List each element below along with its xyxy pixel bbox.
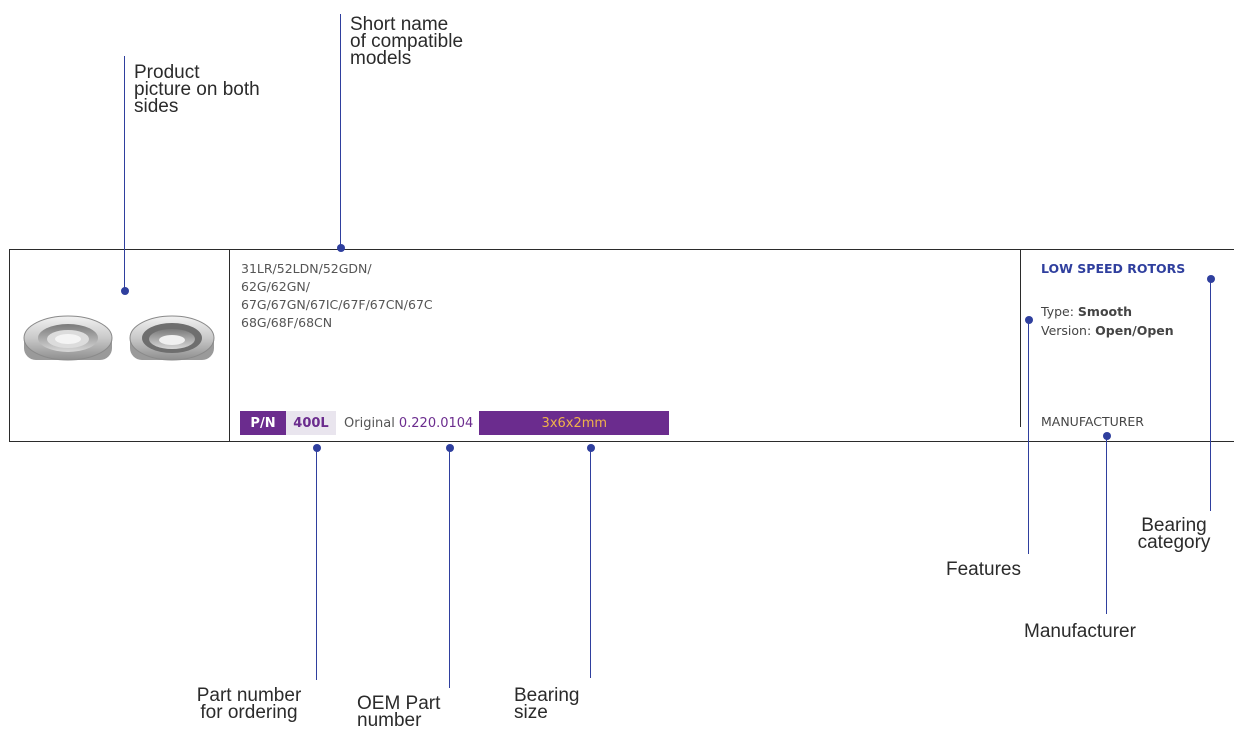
leader-line-bearing-category (1210, 279, 1211, 511)
photo-divider (229, 250, 230, 441)
pn-label: P/N (240, 411, 286, 435)
leader-line-oem-part (449, 448, 450, 688)
compatible-models-line: 67G/67GN/67IC/67F/67CN/67C (241, 297, 433, 312)
compatible-models-line: 62G/62GN/ (241, 279, 310, 294)
compatible-models-line: 68G/68F/68CN (241, 315, 333, 330)
callout-product-picture: Product picture on both sides (134, 62, 260, 117)
callout-bearing-category: Bearing category (1137, 515, 1211, 553)
leader-dot-product-picture (120, 287, 129, 295)
oem-original: Original 0.220.0104 (336, 411, 480, 435)
callout-features: Features (946, 559, 1021, 580)
bearing-size-badge: 3x6x2mm (479, 411, 670, 435)
leader-dot-short-name (336, 244, 345, 252)
compatible-models-line: 31LR/52LDN/52GDN/ (241, 261, 372, 276)
callout-oem-part: OEM Part number (357, 693, 441, 731)
bearing-category[interactable]: LOW SPEED ROTORS (1041, 261, 1186, 276)
product-card: 31LR/52LDN/52GDN/ 62G/62GN/ 67G/67GN/67I… (9, 249, 1234, 442)
bearing-image-right (129, 315, 215, 361)
part-number[interactable]: 400L (286, 411, 336, 435)
compatible-models-list: 31LR/52LDN/52GDN/ 62G/62GN/ 67G/67GN/67I… (241, 260, 433, 332)
version-label: Version: (1041, 323, 1092, 338)
feature-type: Type: Smooth (1041, 302, 1174, 321)
callout-manufacturer: Manufacturer (1024, 621, 1136, 642)
manufacturer-label: MANUFACTURER (1041, 414, 1144, 429)
callout-part-number: Part number for ordering (196, 685, 302, 723)
feature-version: Version: Open/Open (1041, 321, 1174, 340)
original-label: Original (344, 415, 395, 431)
oem-part-number: 0.220.0104 (398, 415, 474, 431)
bearing-image-left (23, 315, 113, 361)
callout-short-name: Short name of compatible models (350, 14, 464, 69)
product-photo (23, 315, 215, 361)
part-number-bar: P/N 400L Original 0.220.0104 3x6x2mm (240, 411, 670, 435)
type-value: Smooth (1077, 304, 1132, 319)
leader-line-manufacturer (1106, 436, 1107, 614)
category-divider (1020, 250, 1021, 427)
features-block: Type: Smooth Version: Open/Open (1041, 302, 1174, 340)
type-label: Type: (1041, 304, 1074, 319)
leader-line-part-number (316, 448, 317, 680)
leader-line-bearing-size (590, 448, 591, 678)
leader-line-features (1028, 320, 1029, 554)
leader-line-short-name (340, 14, 341, 247)
callout-bearing-size: Bearing size (514, 685, 580, 723)
version-value: Open/Open (1095, 323, 1174, 338)
leader-line-product-picture (124, 56, 125, 291)
